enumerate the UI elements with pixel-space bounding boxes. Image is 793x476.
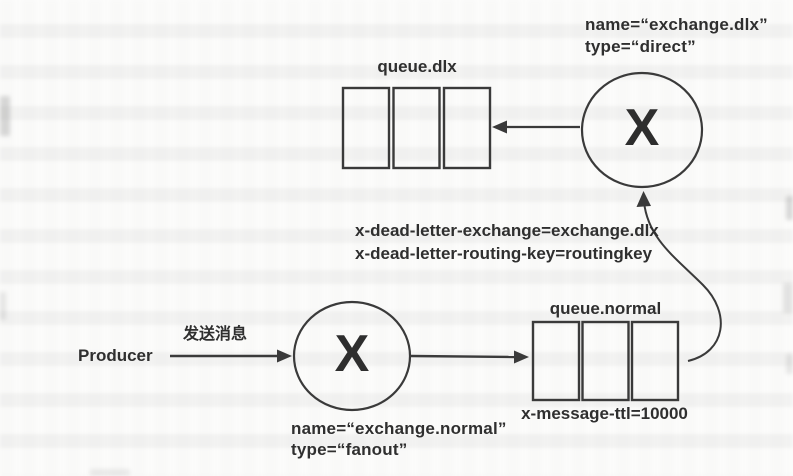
queue-dlx-slot (341, 86, 391, 170)
dlx-exchange-meta: name=“exchange.dlx” type=“direct” (585, 14, 768, 58)
dlx-exchange-name-label: name=“exchange.dlx” (585, 15, 768, 34)
dead-letter-routing-arg: x-dead-letter-routing-key=routingkey (355, 244, 653, 263)
queue-normal-title: queue.normal (549, 299, 662, 318)
normal-exchange-circle (292, 300, 412, 412)
dlx-exchange-circle (580, 71, 704, 189)
dlx-exchange-type-label: type=“direct” (585, 37, 696, 56)
queue-dlx-title: queue.dlx (377, 57, 457, 76)
normal-exchange-name-label: name=“exchange.normal” (291, 419, 507, 438)
producer-label: Producer (78, 346, 153, 365)
queue-dlx-slot (442, 86, 492, 170)
dead-letter-exchange-arg: x-dead-letter-exchange=exchange.dlx (355, 221, 659, 240)
normal-exchange-meta: name=“exchange.normal” type=“fanout” (291, 418, 507, 460)
queue-normal-ttl-label: x-message-ttl=10000 (521, 404, 688, 423)
arrow-producer-to-normal-exchange (170, 349, 292, 363)
dead-letter-curve-arrow (636, 191, 722, 362)
queue-dlx-slot (392, 86, 441, 170)
dead-letter-args: x-dead-letter-exchange=exchange.dlx x-de… (355, 219, 659, 265)
queue-normal-slot (531, 320, 581, 402)
normal-exchange-type-label: type=“fanout” (291, 440, 408, 459)
dlx-exchange-x-symbol: X (624, 99, 660, 157)
arrow-normal-exchange-to-queue-normal (410, 350, 529, 364)
arrow-dlx-exchange-to-queue-dlx (492, 120, 580, 134)
queue-normal-slot (581, 320, 630, 402)
send-message-label: 发送消息 (183, 326, 248, 343)
queue-normal-slot (630, 320, 680, 402)
normal-exchange-x-symbol: X (334, 325, 370, 383)
